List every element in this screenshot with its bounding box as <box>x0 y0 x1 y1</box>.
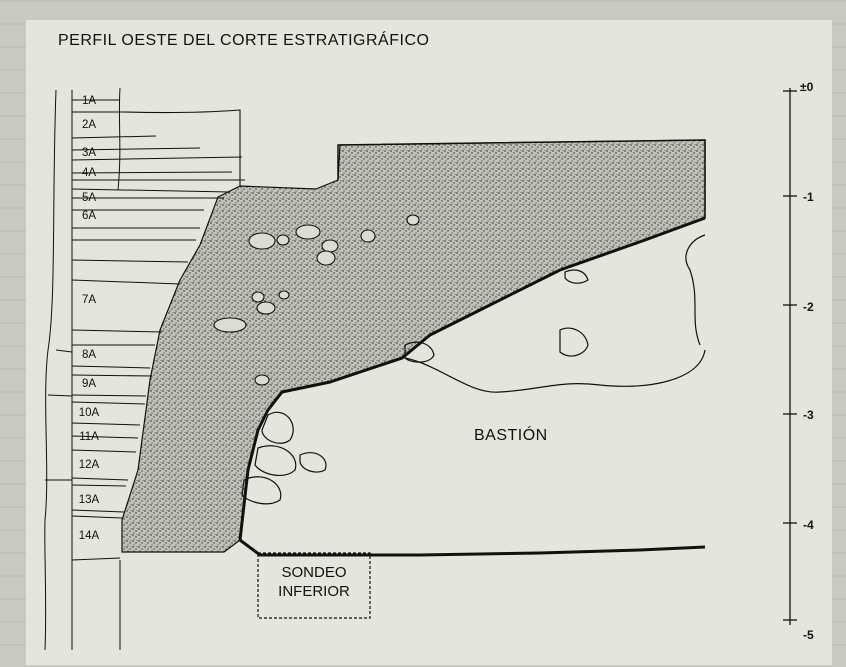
layer-label: 11A <box>79 431 99 443</box>
bastion-stone-outline <box>299 452 327 473</box>
depth-label: ±0 <box>800 80 814 94</box>
sondeo-inferior-box <box>257 552 371 619</box>
layer-label: 5A <box>81 192 97 204</box>
depth-scale-axis <box>783 88 797 625</box>
layer-label: 2A <box>81 119 97 131</box>
layer-label: 3A <box>81 147 97 159</box>
bastion-stone-outline <box>685 234 706 346</box>
layer-label: 6A <box>81 210 97 222</box>
layer-label: 12A <box>78 459 100 471</box>
bastion-stone-outline <box>404 341 435 363</box>
bastion-upper-edge <box>238 216 706 541</box>
depth-label: -5 <box>803 628 814 642</box>
lower-deposit-outline <box>239 538 706 557</box>
layer-label: 13A <box>78 494 100 506</box>
layer-label: 1A <box>81 95 97 107</box>
layer-label: 14A <box>78 530 100 542</box>
bastion-stone-outline <box>241 476 282 505</box>
bastion-stone-outline <box>404 349 706 393</box>
depth-label: -4 <box>803 518 814 532</box>
inclusion-stones <box>213 214 420 386</box>
sondeo-inferior-label: SONDEO INFERIOR <box>258 553 370 618</box>
bastion-stone-outline <box>559 327 589 357</box>
bastion-label: BASTIÓN <box>474 427 548 444</box>
sondeo-label-line1: SONDEO <box>281 564 347 581</box>
stratigraphic-column <box>44 87 245 651</box>
layer-label: 8A <box>81 349 97 361</box>
sondeo-label-line2: INFERIOR <box>278 583 350 600</box>
stippled-deposit <box>121 139 706 553</box>
depth-label: -1 <box>803 190 814 204</box>
left-upper-curve <box>123 109 241 186</box>
upper-boundary <box>337 139 706 218</box>
layer-label: 10A <box>78 407 100 419</box>
depth-label: -3 <box>803 408 814 422</box>
layer-label: 9A <box>81 378 97 390</box>
layer-label: 4A <box>81 167 97 179</box>
depth-label: -2 <box>803 300 814 314</box>
figure-title: PERFIL OESTE DEL CORTE ESTRATIGRÁFICO <box>58 32 430 49</box>
bastion-stone-outline <box>564 269 589 284</box>
bastion-stone-outline <box>254 445 297 477</box>
layer-label: 7A <box>81 294 97 306</box>
bastion-stone-outline <box>261 411 294 444</box>
